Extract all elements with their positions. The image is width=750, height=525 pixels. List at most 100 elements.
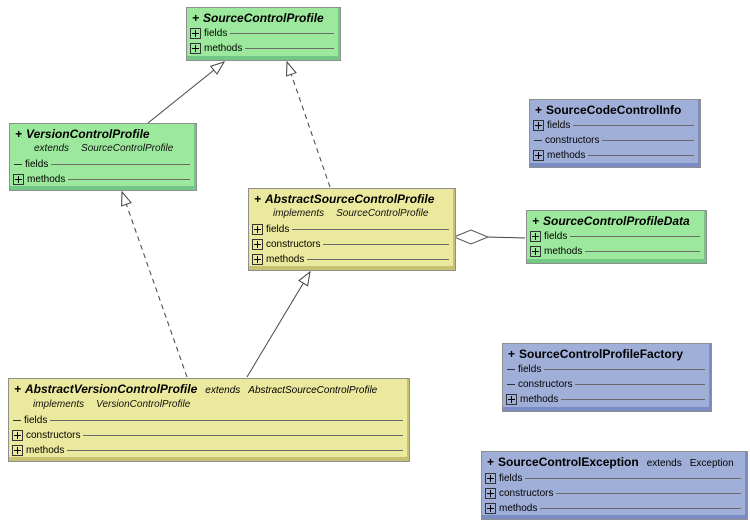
compartment-label: methods <box>520 394 559 405</box>
dash-icon <box>534 140 542 141</box>
constructors-compartment: constructors <box>9 428 409 443</box>
compartment-rule <box>573 125 694 126</box>
class-name: SourceControlProfile <box>203 11 324 25</box>
compartment-rule <box>51 164 190 165</box>
expand-plus-icon[interactable] <box>13 174 24 185</box>
class-name: AbstractVersionControlProfile <box>25 382 198 396</box>
class-name: AbstractSourceControlProfile <box>265 192 435 206</box>
expand-plus-icon[interactable] <box>252 224 263 235</box>
compartment-label: fields <box>499 473 523 484</box>
expand-plus-icon[interactable] <box>12 445 23 456</box>
class-box-sourcecontrolprofile[interactable]: +SourceControlProfile fields methods <box>186 7 341 61</box>
methods-compartment: methods <box>249 252 455 267</box>
class-box-abstractsourcecontrolprofile[interactable]: +AbstractSourceControlProfile implements… <box>248 188 456 271</box>
compartment-rule <box>525 478 741 479</box>
class-name: SourceControlProfileFactory <box>519 347 684 361</box>
compartment-rule <box>540 508 741 509</box>
compartment-label: constructors <box>545 135 600 146</box>
compartment-label: fields <box>204 28 228 39</box>
fields-compartment: fields <box>10 157 196 172</box>
class-title: +SourceControlProfileData <box>527 211 706 229</box>
realization-arrow-abstractsourcecontrolprofile-to-sourcecontrolprofile[interactable] <box>285 60 331 188</box>
compartment-rule <box>323 244 449 245</box>
constructors-compartment: constructors <box>530 133 700 148</box>
class-title: +AbstractSourceControlProfile <box>249 189 455 207</box>
compartment-rule <box>292 229 449 230</box>
expand-plus-icon[interactable] <box>506 394 517 405</box>
generalization-arrow-abstractversioncontrolprofile-to-abstractsourcecontrolprofile[interactable] <box>246 270 311 378</box>
expand-plus-icon[interactable] <box>485 473 496 484</box>
compartment-rule <box>68 179 190 180</box>
constructors-compartment: constructors <box>249 237 455 252</box>
hollow-diamond-icon <box>452 229 490 245</box>
class-box-sourcecontrolprofiledata[interactable]: +SourceControlProfileData fields methods <box>526 210 707 264</box>
expand-plus-icon[interactable] <box>12 430 23 441</box>
relation-target: VersionControlProfile <box>96 399 191 410</box>
implements-clause: implements VersionControlProfile <box>9 398 409 413</box>
class-name: SourceControlProfileData <box>543 214 690 228</box>
generalization-arrow-versioncontrolprofile-to-sourcecontrolprofile[interactable] <box>147 61 226 124</box>
compartment-label: constructors <box>26 430 81 441</box>
constructors-compartment: constructors <box>503 377 711 392</box>
compartment-rule <box>588 155 694 156</box>
fields-compartment: fields <box>503 362 711 377</box>
relation-keyword: extends <box>205 385 241 396</box>
compartment-label: constructors <box>266 239 321 250</box>
fields-compartment: fields <box>527 229 706 244</box>
expand-plus-icon[interactable] <box>485 503 496 514</box>
aggregation-link-abstractsourcecontrolprofile-to-sourcecontrolprofiledata[interactable] <box>452 229 526 245</box>
expand-plus-icon[interactable] <box>530 246 541 257</box>
class-name: SourceControlException <box>498 455 639 469</box>
visibility-symbol: + <box>192 11 200 25</box>
compartment-rule <box>585 251 700 252</box>
compartment-rule <box>561 399 705 400</box>
expand-plus-icon[interactable] <box>190 43 201 54</box>
dash-icon <box>14 164 22 165</box>
compartment-label: fields <box>25 159 49 170</box>
fields-compartment: fields <box>187 26 340 41</box>
compartment-rule <box>307 259 449 260</box>
compartment-rule <box>544 369 705 370</box>
compartment-label: methods <box>547 150 586 161</box>
compartment-rule <box>50 420 403 421</box>
expand-plus-icon[interactable] <box>533 150 544 161</box>
expand-plus-icon[interactable] <box>190 28 201 39</box>
compartment-rule <box>67 450 403 451</box>
compartment-rule <box>556 493 741 494</box>
visibility-symbol: + <box>532 214 540 228</box>
class-box-sourcecontrolprofilefactory[interactable]: +SourceControlProfileFactory fields cons… <box>502 343 712 412</box>
compartment-rule <box>570 236 700 237</box>
compartment-rule <box>83 435 403 436</box>
relation-keyword: implements <box>33 399 85 410</box>
expand-plus-icon[interactable] <box>485 488 496 499</box>
compartment-label: fields <box>266 224 290 235</box>
expand-plus-icon[interactable] <box>533 120 544 131</box>
class-title: +SourceControlProfileFactory <box>503 344 711 362</box>
class-box-sourcecodecontrolinfo[interactable]: +SourceCodeControlInfo fields constructo… <box>529 99 701 168</box>
visibility-symbol: + <box>535 103 543 117</box>
compartment-rule <box>575 384 705 385</box>
compartment-rule <box>245 48 334 49</box>
methods-compartment: methods <box>527 244 706 259</box>
compartment-label: fields <box>518 364 542 375</box>
dash-icon <box>507 384 515 385</box>
compartment-rule <box>602 140 694 141</box>
expand-plus-icon[interactable] <box>252 239 263 250</box>
realization-arrow-abstractversioncontrolprofile-to-versioncontrolprofile[interactable] <box>121 190 188 378</box>
methods-compartment: methods <box>482 501 747 516</box>
aggregation-line <box>487 236 526 239</box>
fields-compartment: fields <box>249 222 455 237</box>
expand-plus-icon[interactable] <box>530 231 541 242</box>
fields-compartment: fields <box>482 471 747 486</box>
methods-compartment: methods <box>9 443 409 458</box>
class-title: +SourceControlProfile <box>187 8 340 26</box>
expand-plus-icon[interactable] <box>252 254 263 265</box>
methods-compartment: methods <box>530 148 700 163</box>
dash-icon <box>13 420 21 421</box>
